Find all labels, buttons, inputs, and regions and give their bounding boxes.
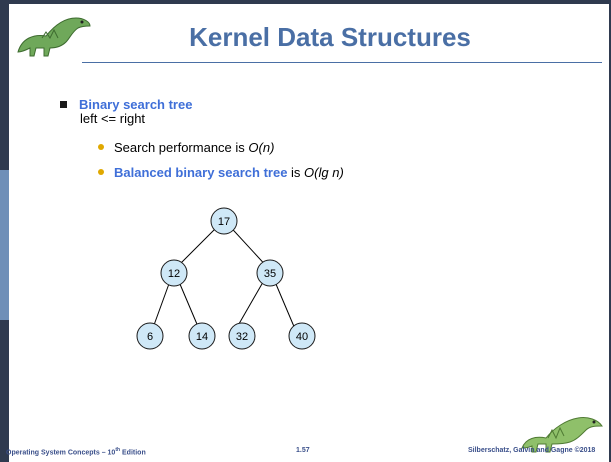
tree-node-leaf xyxy=(228,322,256,350)
bullet-subtitle: left <= right xyxy=(80,111,146,126)
tree-node-left xyxy=(160,259,188,287)
tree-node-label: 40 xyxy=(296,331,308,343)
sub-bullet-highlight: Balanced binary search tree xyxy=(114,165,288,180)
footer-title-tail: Edition xyxy=(120,449,146,457)
round-bullet-icon xyxy=(98,169,104,175)
bullet-title: Binary search tree xyxy=(79,97,193,112)
right-frame-border xyxy=(609,0,611,462)
sub-bullet-math: O(lg n) xyxy=(304,165,344,180)
tree-node-label: 35 xyxy=(264,268,276,280)
tree-node-label: 6 xyxy=(147,331,153,343)
tree-node-label: 14 xyxy=(196,331,208,343)
square-bullet-icon xyxy=(60,101,67,108)
slide-title: Kernel Data Structures xyxy=(189,22,471,52)
top-frame-border xyxy=(9,0,611,4)
sub-bullet-text: Search performance is xyxy=(114,140,249,155)
title-underline xyxy=(82,62,602,63)
tree-node-label: 17 xyxy=(218,216,230,228)
footer-title-sup: th xyxy=(115,447,121,453)
sub-bullet-search-performance: Search performance is O(n) xyxy=(98,140,274,155)
left-frame-bar xyxy=(0,0,9,462)
tree-node-leaf xyxy=(288,322,316,350)
footer-authors: Silberschatz, Galvin and Gagne ©2018 xyxy=(468,447,596,454)
tree-node-right xyxy=(256,259,284,287)
dinosaur-logo-icon xyxy=(17,17,91,57)
footer-book-title: Operating System Concepts – 10th Edition xyxy=(6,447,146,456)
tree-node-label: 32 xyxy=(236,331,248,343)
left-bar-highlight xyxy=(0,170,9,320)
bullet-binary-search-tree: Binary search tree xyxy=(60,97,192,112)
tree-node-leaf xyxy=(136,322,164,350)
sub-bullet-connector: is xyxy=(287,165,305,180)
tree-node-leaf xyxy=(188,322,216,350)
binary-tree-diagram: 17 12 35 6 14 32 40 xyxy=(136,207,316,350)
tree-node-label: 12 xyxy=(168,268,180,280)
dinosaur-footer-icon xyxy=(521,417,603,453)
round-bullet-icon xyxy=(98,144,104,150)
sub-bullet-balanced-tree: Balanced binary search tree is O(lg n) xyxy=(98,165,344,180)
tree-node-root xyxy=(210,207,238,235)
sub-bullet-math: O(n) xyxy=(248,140,275,155)
footer-title-main: Operating System Concepts – 10 xyxy=(6,449,116,457)
footer-page-number: 1.57 xyxy=(296,447,310,454)
